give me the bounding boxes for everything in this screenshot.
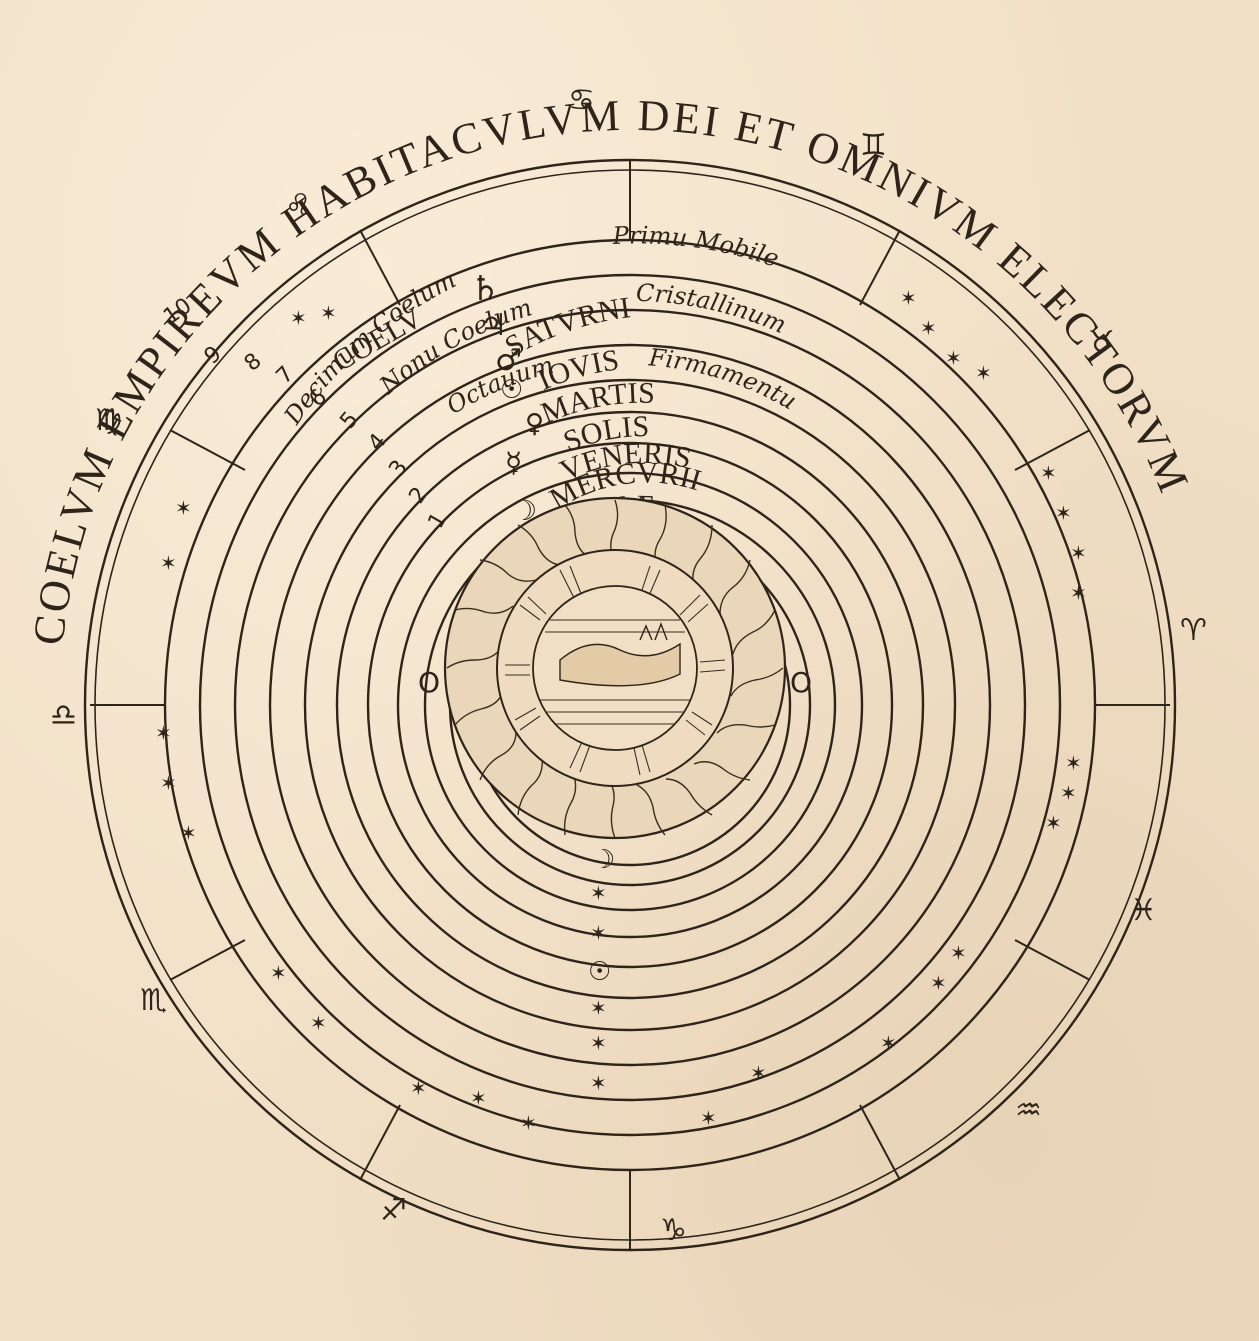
- svg-text:2: 2: [404, 483, 433, 509]
- svg-text:8: 8: [240, 348, 267, 376]
- svg-text:✶: ✶: [590, 1071, 607, 1095]
- libra-icon: ♎: [50, 698, 77, 733]
- virgo-icon: ♍: [95, 403, 122, 438]
- svg-text:✶: ✶: [520, 1111, 537, 1135]
- svg-text:✶: ✶: [155, 721, 172, 745]
- leo-icon: ♌: [285, 188, 312, 223]
- svg-text:✶: ✶: [1045, 811, 1062, 835]
- pisces-icon: ♓: [1130, 893, 1157, 928]
- zodiac-signs: ♋ ♊ ♉ ♈ ♓ ♒ ♑ ♐ ♏ ♎ ♍ ♌: [50, 83, 1207, 1248]
- svg-text:✶: ✶: [175, 496, 192, 520]
- svg-text:✶: ✶: [975, 361, 992, 385]
- cancer-icon: ♋: [568, 83, 595, 118]
- mercury-icon: ☿: [505, 446, 522, 479]
- svg-text:✶: ✶: [290, 306, 307, 330]
- lower-axis-marks: ☽ ☉: [588, 845, 615, 987]
- svg-text:5: 5: [335, 407, 363, 434]
- svg-text:✶: ✶: [1065, 751, 1082, 775]
- venus-icon: ♀: [525, 409, 544, 439]
- svg-text:✶: ✶: [1070, 581, 1087, 605]
- svg-text:✶: ✶: [590, 881, 607, 905]
- svg-text:✶: ✶: [930, 971, 947, 995]
- svg-text:✶: ✶: [320, 301, 337, 325]
- aries-icon: ♈: [1180, 613, 1207, 648]
- svg-text:✶: ✶: [270, 961, 287, 985]
- svg-text:✶: ✶: [590, 996, 607, 1020]
- svg-text:4: 4: [363, 429, 391, 456]
- svg-text:☉: ☉: [588, 957, 611, 987]
- svg-text:7: 7: [272, 362, 300, 390]
- saturn-icon: ♄: [470, 269, 500, 309]
- svg-text:✶: ✶: [880, 1031, 897, 1055]
- svg-text:✶: ✶: [590, 1031, 607, 1055]
- center-mark-right: O: [790, 666, 812, 699]
- svg-text:✶: ✶: [160, 551, 177, 575]
- svg-text:✶: ✶: [410, 1076, 427, 1100]
- svg-text:✶: ✶: [180, 821, 197, 845]
- jupiter-icon: ♃: [480, 308, 507, 343]
- svg-text:✶: ✶: [1060, 781, 1077, 805]
- capricorn-icon: ♑: [660, 1213, 687, 1248]
- center-mark-left: O: [418, 666, 440, 699]
- scorpio-icon: ♏: [140, 983, 167, 1018]
- sun-icon: ☉: [500, 375, 523, 405]
- earth-center: O O: [418, 496, 812, 840]
- svg-text:✶: ✶: [950, 941, 967, 965]
- sagittarius-icon: ♐: [380, 1193, 407, 1228]
- svg-text:✶: ✶: [1055, 501, 1072, 525]
- svg-text:✶: ✶: [160, 771, 177, 795]
- firmament-stars: ✶ ✶ ✶ ✶ ✶ ✶ ✶ ✶ ✶ ✶ ✶ ✶ ✶ ✶ ✶ ✶ ✶ ✶ ✶ ✶ ✶ ✶ ✶ ✶ ✶ ✶ ✶…: [155, 286, 1087, 1135]
- svg-text:☽: ☽: [592, 845, 615, 875]
- svg-text:✶: ✶: [590, 921, 607, 945]
- svg-text:1: 1: [424, 508, 453, 533]
- sphere-sub-9: Cristallinum: [636, 279, 791, 339]
- svg-text:✶: ✶: [700, 1106, 717, 1130]
- svg-text:✶: ✶: [900, 286, 917, 310]
- sphere-sub-8: Firmamentu: [647, 343, 802, 415]
- planet-symbols: ♄ ♃ ♂ ☉ ♀ ☿ ☽: [470, 269, 544, 527]
- svg-text:✶: ✶: [1040, 461, 1057, 485]
- sphere-sub-10: Primu Mobile: [611, 221, 782, 273]
- svg-text:✶: ✶: [750, 1061, 767, 1085]
- gemini-icon: ♊: [860, 128, 887, 163]
- taurus-icon: ♉: [1088, 325, 1115, 360]
- zodiac-dividers: [90, 160, 1170, 1250]
- svg-text:✶: ✶: [1070, 541, 1087, 565]
- svg-text:3: 3: [384, 456, 413, 482]
- aquarius-icon: ♒: [1015, 1093, 1042, 1128]
- svg-text:✶: ✶: [470, 1086, 487, 1110]
- svg-text:✶: ✶: [310, 1011, 327, 1035]
- mars-icon: ♂: [495, 343, 522, 378]
- svg-text:✶: ✶: [920, 316, 937, 340]
- svg-text:✶: ✶: [945, 346, 962, 370]
